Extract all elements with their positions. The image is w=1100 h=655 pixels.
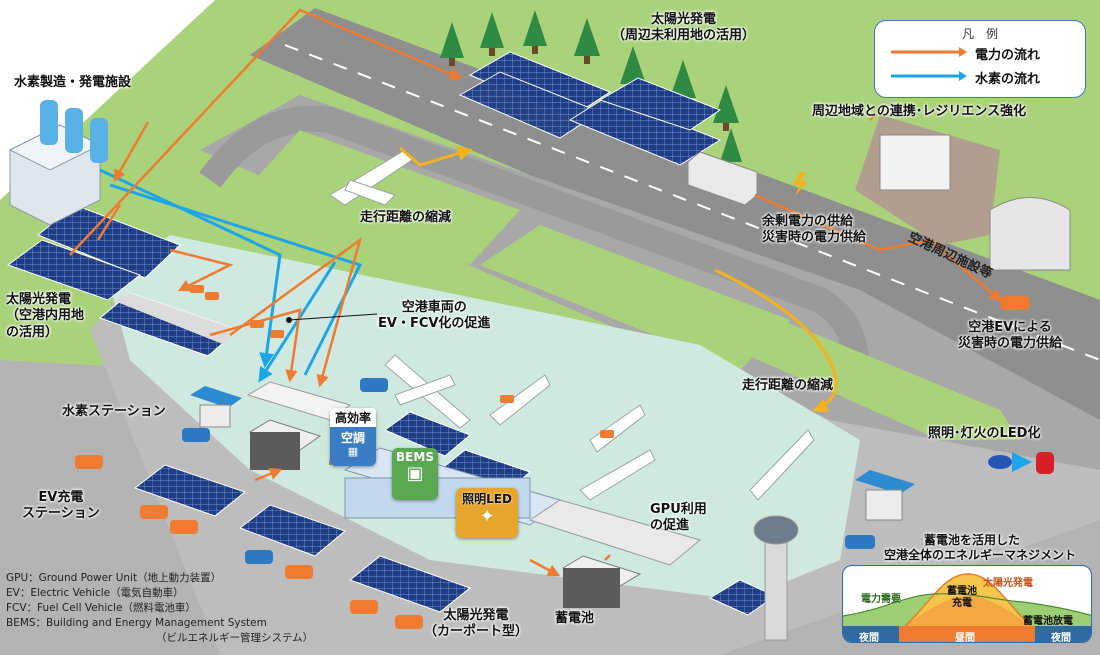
chart-solar-label: 太陽光発電 <box>983 578 1033 589</box>
label-solar-unused: 太陽光発電 （周辺未利用地の活用） <box>612 12 756 44</box>
label-ev-disaster: 空港EVによる 災害時の電力供給 <box>958 320 1063 352</box>
chart-discharge-label: 蓄電池放電 <box>1023 616 1073 627</box>
legend-title: 凡 例 <box>961 27 998 41</box>
label-led: 照明･灯火のLED化 <box>928 426 1041 441</box>
label-hydrogen-station: 水素ステーション <box>62 404 166 419</box>
label-regional-resilience: 周辺地域との連携･レジリエンス強化 <box>812 104 1027 119</box>
label-solar-airport: 太陽光発電 （空港内用地 の活用） <box>6 292 85 340</box>
abbreviation-notes: GPU：Ground Power Unit（地上動力装置） EV：Electri… <box>6 571 313 646</box>
label-hydrogen-plant: 水素製造・発電施設 <box>14 75 132 90</box>
hydrogen-arrow-icon <box>891 71 967 81</box>
lightning-icon <box>793 172 808 196</box>
chart-charge-label: 蓄電池 充電 <box>947 586 977 609</box>
energy-curves <box>843 573 1091 642</box>
hvac-badge: 高効率 空調 ▦ <box>330 408 376 466</box>
trees <box>440 10 742 162</box>
chart-day: 昼間 <box>955 633 975 643</box>
label-battery-management: 蓄電池を活用した 空港全体のエネルギーマネジメント <box>884 533 1077 562</box>
monitor-icon: ▣ <box>406 463 424 484</box>
chart-demand-label: 電力需要 <box>861 594 901 605</box>
lighting-badge: 照明LED ✦ <box>456 488 518 538</box>
note-gpu: GPU：Ground Power Unit（地上動力装置） <box>6 572 222 584</box>
hvac-icon: ▦ <box>347 445 359 458</box>
label-gpu: GPU利用 の促進 <box>650 502 707 534</box>
led-lamp-icons <box>988 452 1054 474</box>
legend-power-label: 電力の流れ <box>975 48 1041 63</box>
hvac-badge-line2: 空調 <box>340 431 365 445</box>
note-ev: EV：Electric Vehicle（電気自動車） <box>6 586 184 599</box>
legend-hydrogen: 水素の流れ <box>889 67 1077 87</box>
ev-fcv-leader-line <box>286 313 378 323</box>
energy-management-chart: 電力需要 太陽光発電 蓄電池 充電 蓄電池放電 夜間 昼間 夜間 <box>842 565 1092 643</box>
note-fcv: FCV：Fuel Cell Vehicle（燃料電池車） <box>6 601 196 614</box>
power-flows <box>69 8 1002 577</box>
label-battery: 蓄電池 <box>555 611 595 626</box>
label-ev-fcv: 空港車両の EV・FCV化の促進 <box>378 300 491 332</box>
label-surplus-power: 余剰電力の供給 災害時の電力供給 <box>762 214 867 246</box>
solar-panels <box>6 51 777 616</box>
taxi-flows <box>399 146 838 413</box>
label-taxi-reduction-right: 走行距離の縮減 <box>742 378 834 393</box>
legend-hydrogen-label: 水素の流れ <box>975 72 1041 87</box>
note-bems: BEMS：Building and Energy Management Syst… <box>6 616 267 629</box>
legend-power: 電力の流れ <box>889 43 1077 63</box>
chart-night-left: 夜間 <box>859 633 879 643</box>
chart-night-right: 夜間 <box>1051 633 1071 643</box>
bems-badge-label: BEMS <box>396 450 434 464</box>
airplanes <box>329 149 815 501</box>
note-bems-japanese: （ビルエネルギー管理システム） <box>156 631 314 644</box>
bems-badge: BEMS ▣ <box>392 448 438 500</box>
hvac-badge-line1: 高効率 <box>330 408 376 427</box>
lighting-badge-label: 照明LED <box>462 492 512 506</box>
label-ev-charging: EV充電 ステーション <box>22 490 100 522</box>
sparkle-icon: ✦ <box>479 506 495 527</box>
legend: 凡 例 電力の流れ 水素の流れ <box>874 20 1086 98</box>
power-arrow-icon <box>891 47 967 57</box>
label-taxi-reduction-top: 走行距離の縮減 <box>360 210 452 225</box>
label-solar-carport: 太陽光発電 （カーポート型） <box>424 608 529 640</box>
vehicles <box>75 285 1030 629</box>
